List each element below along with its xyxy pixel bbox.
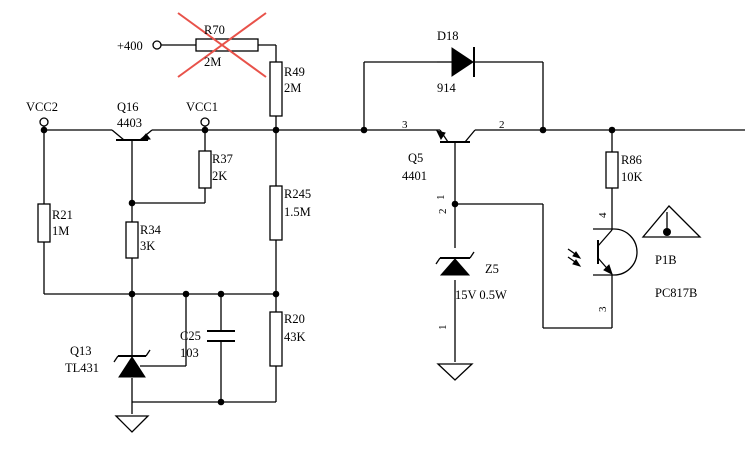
r70-value-label: 2M	[204, 55, 221, 69]
junction-dot	[451, 200, 459, 208]
q16-ref-label: Q16	[117, 100, 139, 114]
r245-ref-label: R245	[284, 187, 311, 201]
optocoupler-p1b	[567, 205, 702, 276]
junction-dot	[182, 290, 190, 298]
resistor-r20	[269, 311, 283, 367]
r20-value-label: 43K	[284, 330, 306, 344]
resistor-r86	[605, 151, 619, 189]
junction-dot	[128, 199, 136, 207]
q13-ref-label: Q13	[70, 344, 92, 358]
junction-dot	[201, 126, 209, 134]
vcc2-label: VCC2	[26, 100, 58, 114]
resistor-r34	[125, 221, 139, 259]
r70-ref-label: R70	[204, 23, 225, 37]
q5-pin2-label: 2	[499, 119, 505, 131]
resistor-r245	[269, 185, 283, 241]
q5-pin1-label: 1	[435, 195, 447, 201]
r34-value-label: 3K	[140, 239, 155, 253]
shunt-regulator-q13	[113, 349, 151, 378]
p1b-pin3-label: 3	[597, 306, 609, 312]
p1b-pin4-label: 4	[597, 212, 609, 218]
transistor-q16	[111, 129, 153, 154]
q5-pin3-label: 3	[402, 119, 408, 131]
diode-d18	[437, 47, 475, 77]
r86-value-label: 10K	[621, 170, 643, 184]
resistor-r37	[198, 150, 212, 189]
r20-ref-label: R20	[284, 312, 305, 326]
r21-ref-label: R21	[52, 208, 73, 222]
c25-value-label: 103	[180, 346, 199, 360]
q5-ref-label: Q5	[408, 151, 423, 165]
r49-value-label: 2M	[284, 81, 301, 95]
r49-ref-label: R49	[284, 65, 305, 79]
strike-through-mark	[177, 12, 267, 78]
junction-dots	[40, 126, 616, 406]
junction-dot	[217, 398, 225, 406]
light-arrows-icon	[567, 248, 582, 267]
z5-value-label: 15V 0.5W	[455, 288, 507, 302]
resistor-r49	[269, 61, 283, 117]
r21-value-label: 1M	[52, 224, 69, 238]
q13-value-label: TL431	[65, 361, 99, 375]
ground-symbol-right	[436, 363, 474, 381]
junction-dot	[360, 126, 368, 134]
junction-dot	[608, 126, 616, 134]
vcc2-terminal	[39, 117, 49, 127]
resistor-r21	[37, 203, 51, 243]
resistor-r70	[195, 38, 259, 52]
r37-ref-label: R37	[212, 152, 233, 166]
transistor-q5	[436, 129, 476, 154]
r245-value-label: 1.5M	[284, 205, 311, 219]
plus400-label: +400	[117, 39, 143, 53]
junction-dot	[217, 290, 225, 298]
q5-value-label: 4401	[402, 169, 427, 183]
junction-dot	[539, 126, 547, 134]
ground-symbol-left	[114, 415, 150, 433]
d18-ref-label: D18	[437, 29, 459, 43]
zener-z5	[435, 251, 475, 276]
junction-dot	[272, 126, 280, 134]
z5-pin2-label: 2	[437, 209, 449, 215]
junction-dot	[40, 126, 48, 134]
vcc1-terminal	[200, 117, 210, 127]
vcc1-label: VCC1	[186, 100, 218, 114]
capacitor-c25	[207, 330, 235, 342]
z5-ref-label: Z5	[485, 262, 499, 276]
junction-dot	[272, 290, 280, 298]
q16-value-label: 4403	[117, 116, 142, 130]
r34-ref-label: R34	[140, 223, 162, 237]
p1b-ref-label: P1B	[655, 253, 677, 267]
c25-ref-label: C25	[180, 329, 201, 343]
z5-pin1-label: 1	[437, 325, 449, 331]
plus400-terminal	[152, 40, 162, 50]
junction-dot	[128, 290, 136, 298]
r86-ref-label: R86	[621, 153, 642, 167]
r37-value-label: 2K	[212, 169, 227, 183]
d18-value-label: 914	[437, 81, 457, 95]
p1b-value-label: PC817B	[655, 286, 697, 300]
warning-triangle-icon	[641, 205, 702, 238]
